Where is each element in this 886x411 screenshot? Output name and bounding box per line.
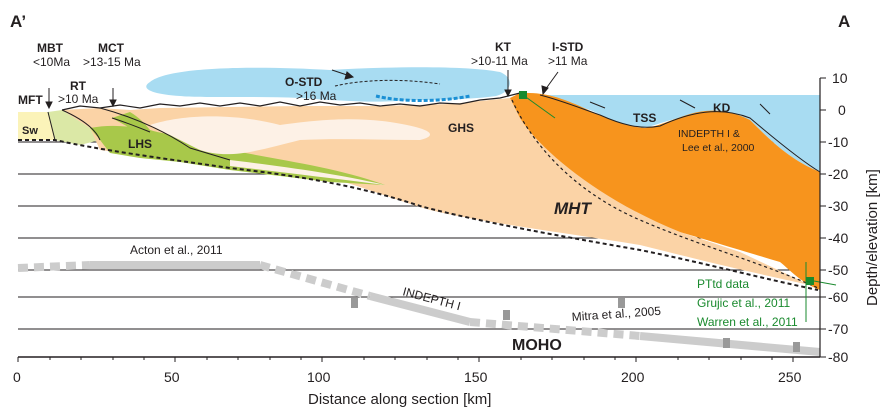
lhs-label: LHS	[128, 137, 152, 151]
y-axis-ticks	[820, 77, 826, 358]
x-axis-label: Distance along section [km]	[308, 391, 491, 408]
y-tick-label: -70	[828, 321, 848, 337]
tethyan-sediment-right	[540, 95, 820, 172]
moho-marker	[503, 310, 510, 320]
y-tick-label: 10	[832, 70, 848, 86]
ghs-label: GHS	[448, 121, 474, 135]
mct-arrowhead	[109, 99, 117, 108]
moho-marker	[793, 342, 800, 352]
kd-shear-arrow	[759, 103, 771, 115]
y-tick-label: -60	[828, 289, 848, 305]
istd-age: >11 Ma	[548, 54, 588, 68]
y-tick-labels: 10 0 -10 -20 -30 -40 -50 -60 -70 -80	[828, 70, 848, 365]
ostd-upper-dashed	[334, 79, 441, 87]
moho-markers	[351, 298, 800, 352]
acton-annotation: Acton et al., 2011	[130, 243, 223, 257]
ghs-hot-unit	[510, 92, 820, 290]
moho-label: MOHO	[512, 337, 562, 354]
x-tick-label: 50	[164, 369, 180, 385]
moho-marker	[723, 338, 730, 348]
pale-lens	[418, 184, 520, 199]
mbt-arrowhead	[45, 101, 53, 110]
istd-arrowhead	[541, 85, 549, 96]
mitra-annotation: Mitra et al., 2005	[571, 304, 661, 324]
rt-label: RT	[70, 79, 87, 93]
topography-line	[61, 92, 521, 111]
pttd-arrow-surface	[522, 94, 556, 119]
eroded-tethyan-lobe	[146, 67, 510, 102]
x-tick-label: 0	[13, 369, 21, 385]
tss-label: TSS	[633, 111, 656, 125]
x-tick-label: 250	[778, 369, 802, 385]
sw-label: Sw	[22, 125, 38, 137]
istd-label: I-STD	[552, 40, 584, 54]
moho-dashed-mid	[258, 261, 372, 300]
y-tick-label: -30	[828, 198, 848, 214]
y-tick-label: -50	[828, 262, 848, 278]
siwalik-unit	[18, 112, 55, 140]
y-tick-label: -80	[828, 349, 848, 365]
ostd-age: >16 Ma	[296, 89, 337, 103]
x-tick-labels: 0 50 100 150 200 250	[13, 369, 802, 385]
y-tick-label: 0	[838, 102, 846, 118]
istd-arrow	[544, 71, 559, 91]
rt-trace	[111, 117, 151, 133]
mct-age: >13-15 Ma	[83, 55, 141, 69]
ostd-dashed-trace	[375, 94, 471, 102]
mht-dashed-line	[18, 139, 819, 291]
x-tick-label: 150	[464, 369, 488, 385]
ostd-shear-arrowhead	[344, 71, 355, 80]
corner-label-right: A	[838, 12, 850, 31]
indepth-lee-line2: Lee et al., 2000	[682, 142, 755, 154]
y-tick-label: -40	[828, 230, 848, 246]
y-tick-label: -10	[828, 134, 848, 150]
moho-marker	[618, 298, 625, 308]
moho-indepth	[368, 292, 472, 326]
pale-window-lower	[230, 160, 385, 185]
mct-label: MCT	[98, 41, 125, 55]
structure-arrows	[45, 69, 771, 115]
moho-marker	[351, 298, 358, 308]
pttd-label-3: Warren et al., 2011	[697, 315, 798, 329]
istd-trace	[539, 94, 821, 173]
mft-label: MFT	[18, 93, 43, 107]
mft-trace	[47, 111, 56, 141]
pttd-label-1: PTtd data	[697, 277, 749, 291]
x-tick-label: 200	[621, 369, 645, 385]
x-tick-label: 100	[307, 369, 331, 385]
tss-shear-arrow	[679, 99, 696, 109]
lhs-unit	[90, 125, 385, 185]
pale-window-upper	[150, 116, 430, 155]
corner-label-left: A’	[10, 12, 26, 31]
moho-acton-dashed	[17, 261, 91, 272]
pttd-label-2: Grujic et al., 2011	[697, 296, 790, 310]
pttd-arrow-deep	[813, 280, 837, 286]
lhs-upper-sheet	[112, 112, 150, 130]
lhs-frontal-light	[48, 110, 100, 145]
x-axis-ticks	[17, 357, 794, 362]
kt-label: KT	[495, 40, 512, 54]
mbt-trace	[61, 109, 101, 141]
kt-age: >10-11 Ma	[471, 54, 528, 68]
kt-arrowhead	[504, 89, 512, 98]
fault-traces	[47, 107, 231, 161]
mht-label: MHT	[554, 199, 592, 218]
pttd-marker-deep	[806, 277, 814, 285]
y-axis-label: Depth/elevation [km]	[864, 169, 881, 306]
mbt-age: <10Ma	[33, 55, 70, 69]
indepth-lee-line1: INDEPTH I &	[678, 128, 740, 140]
kd-label: KD	[713, 101, 731, 115]
rt-age: >10 Ma	[58, 92, 99, 106]
mct-trace	[99, 107, 231, 161]
mbt-label: MBT	[37, 41, 64, 55]
ostd-label: O-STD	[285, 75, 323, 89]
istd-shear-arrow	[589, 101, 606, 109]
moho-dashed-mitra	[469, 318, 641, 340]
y-tick-label: -20	[828, 166, 848, 182]
